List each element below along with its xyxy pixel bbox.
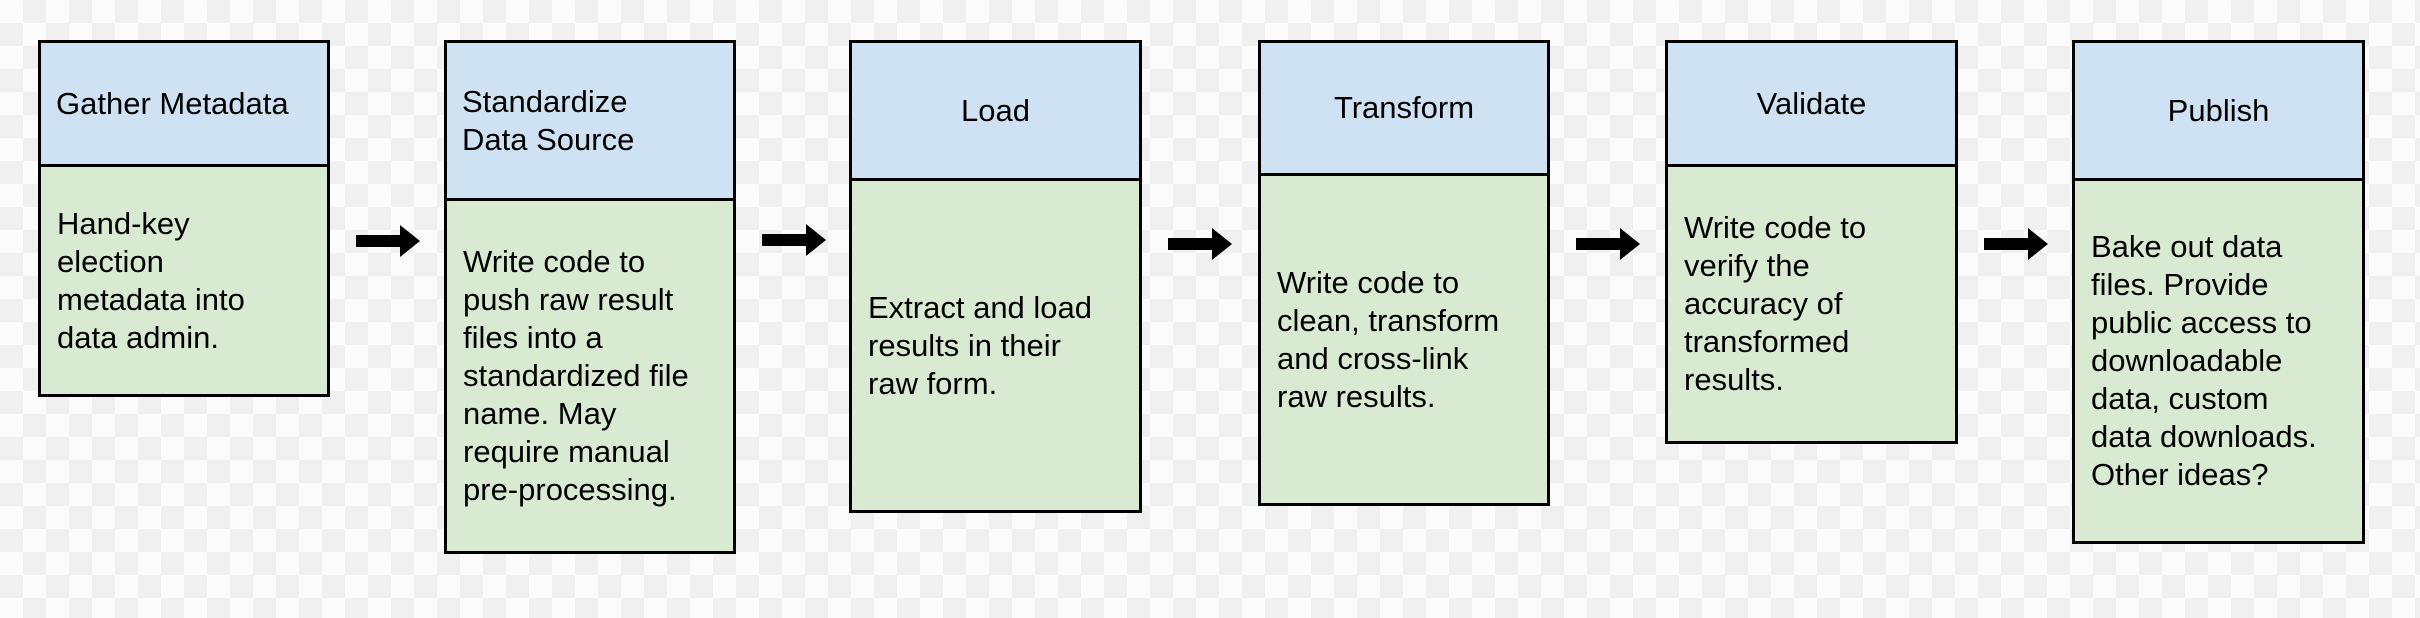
step-header-publish: Publish (2072, 40, 2365, 181)
arrow-right-icon (356, 225, 420, 257)
step-title: Validate (1756, 85, 1867, 121)
step-description: Write code to push raw result files into… (463, 244, 689, 507)
step-body-gather-metadata: Hand-key election metadata into data adm… (38, 164, 330, 397)
step-body-validate: Write code to verify the accuracy of tra… (1665, 164, 1958, 444)
step-header-gather-metadata: Gather Metadata (38, 40, 330, 167)
step-header-load: Load (849, 40, 1142, 181)
step-title: Gather Metadata (56, 85, 289, 121)
step-title: Transform (1333, 90, 1475, 125)
step-body-standardize-data-source: Write code to push raw result files into… (444, 198, 736, 554)
step-title: Publish (2167, 92, 2270, 128)
step-body-publish: Bake out data files. Provide public acce… (2072, 178, 2365, 544)
step-description: Write code to clean, transform and cross… (1277, 264, 1500, 414)
arrow-right-icon (1168, 228, 1232, 260)
step-description: Extract and load results in their raw fo… (868, 289, 1093, 401)
arrow-right-icon (762, 224, 826, 256)
arrow-right-icon (1576, 228, 1640, 260)
step-description: Write code to verify the accuracy of tra… (1684, 210, 1867, 397)
step-header-validate: Validate (1665, 40, 1958, 167)
step-header-transform: Transform (1258, 40, 1550, 176)
step-description: Bake out data files. Provide public acce… (2091, 229, 2317, 492)
step-title: Load (961, 92, 1030, 128)
step-body-load: Extract and load results in their raw fo… (849, 178, 1142, 513)
step-description: Hand-key election metadata into data adm… (57, 205, 245, 355)
arrow-right-icon (1984, 228, 2048, 260)
step-body-transform: Write code to clean, transform and cross… (1258, 173, 1550, 506)
step-header-standardize-data-source: Standardize Data Source (444, 40, 736, 201)
step-title: Standardize Data Source (462, 83, 635, 157)
